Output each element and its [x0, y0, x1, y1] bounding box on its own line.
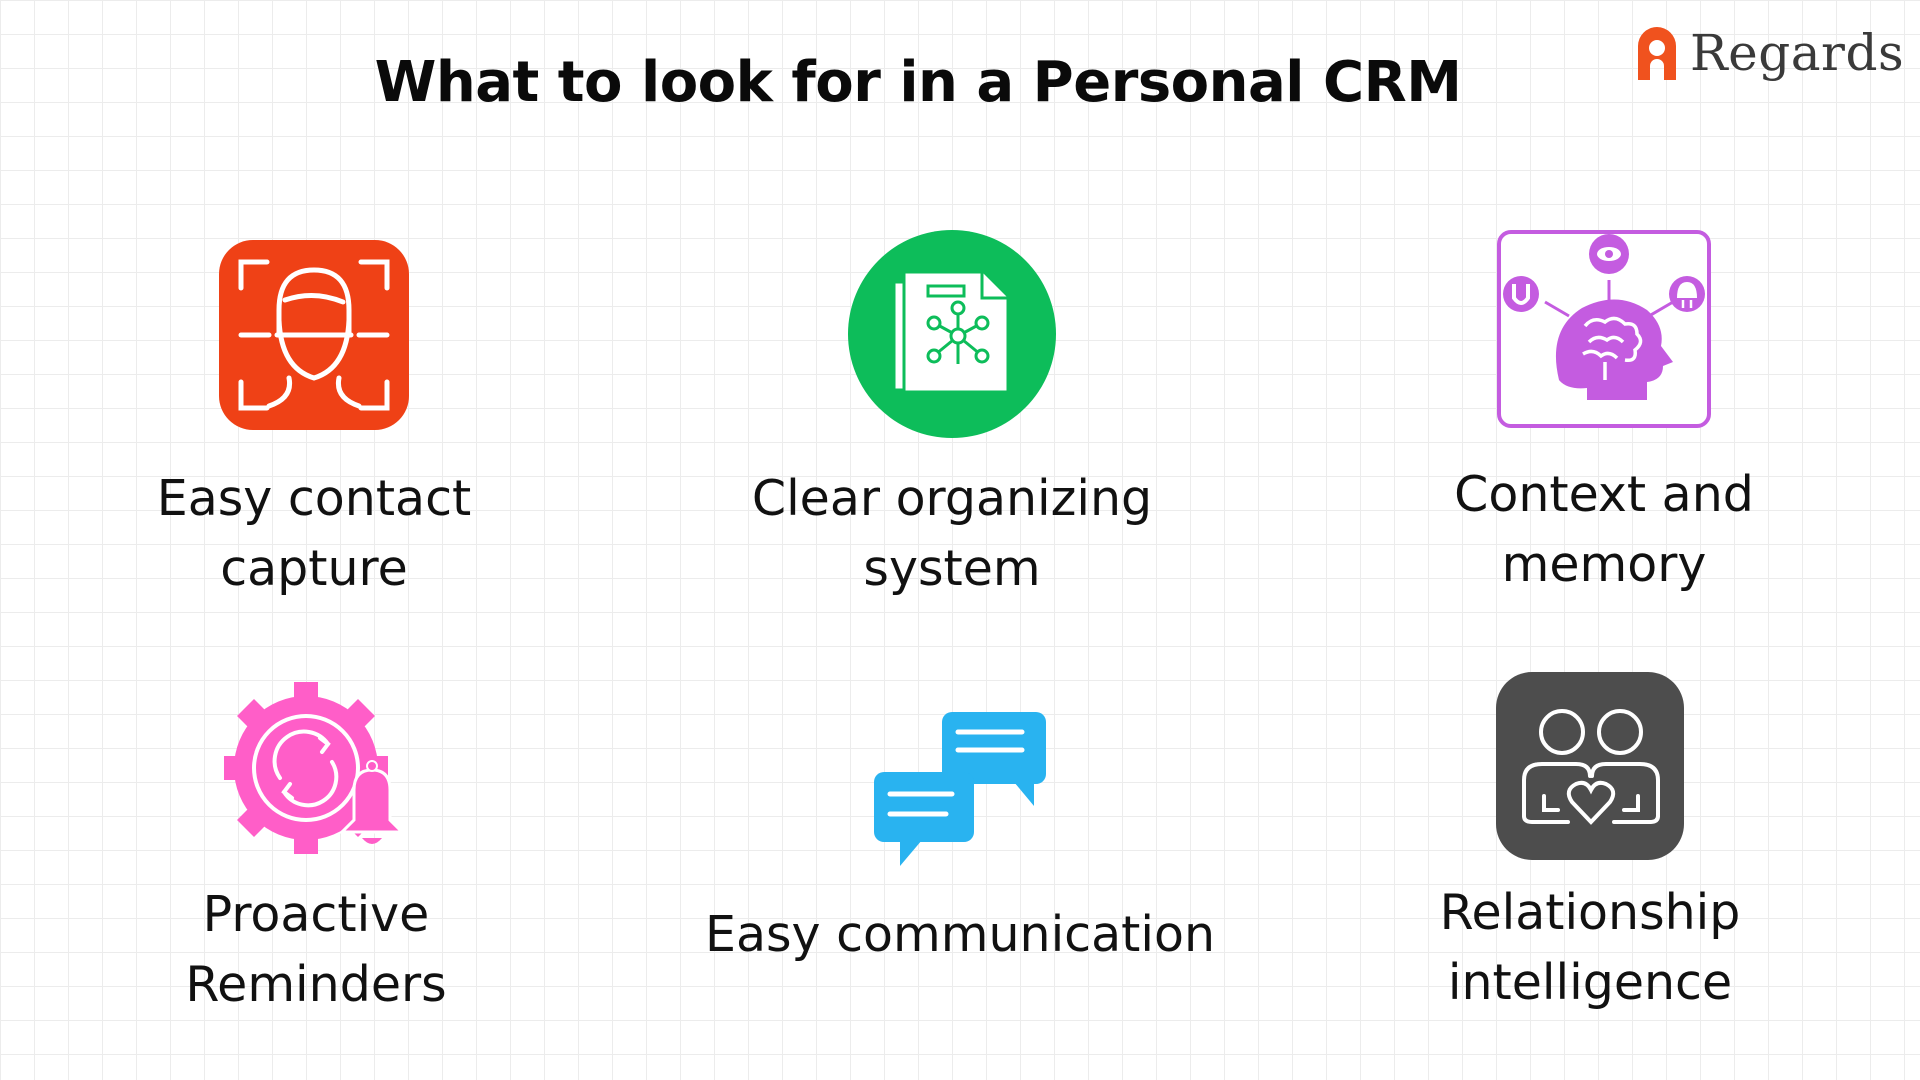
feature-label: Relationship intelligence [1330, 878, 1850, 1018]
feature-proactive-reminders: Proactive Reminders [56, 682, 576, 1020]
feature-label-line1: Relationship [1439, 884, 1741, 941]
feature-label-line1: Clear organizing [751, 470, 1153, 527]
brand-name: Regards [1690, 24, 1905, 82]
feature-label: Easy communication [700, 900, 1220, 970]
brain-mind-icon [1497, 230, 1711, 428]
feature-easy-communication: Easy communication [700, 710, 1220, 970]
feature-context-and-memory: Context and memory [1344, 230, 1864, 600]
gear-bell-icon [224, 682, 406, 854]
feature-label: Clear organizing system [692, 464, 1212, 604]
feature-label: Proactive Reminders [56, 880, 576, 1020]
feature-clear-organizing-system: Clear organizing system [692, 230, 1212, 604]
feature-label-line2: memory [1501, 536, 1707, 593]
feature-label-line1: Proactive [202, 886, 430, 943]
feature-label: Context and memory [1344, 460, 1864, 600]
document-network-icon [848, 230, 1056, 438]
face-scan-icon [219, 240, 409, 430]
feature-label-line2: system [863, 540, 1041, 597]
page-title: What to look for in a Personal CRM [374, 50, 1462, 115]
feature-label-line1: Easy contact [156, 470, 472, 527]
feature-easy-contact-capture: Easy contact capture [54, 240, 574, 604]
chat-bubbles-icon [874, 712, 1046, 866]
regards-logo-icon [1638, 27, 1676, 80]
feature-label-line1: Easy communication [704, 906, 1216, 963]
feature-label-line2: Reminders [185, 956, 447, 1013]
feature-label-line2: capture [220, 540, 408, 597]
feature-label-line2: intelligence [1447, 954, 1733, 1011]
feature-label-line1: Context and [1454, 466, 1754, 523]
people-heart-icon [1496, 672, 1684, 860]
feature-label: Easy contact capture [54, 464, 574, 604]
brand-logo-group: Regards [1634, 24, 1904, 82]
feature-relationship-intelligence: Relationship intelligence [1330, 672, 1850, 1018]
